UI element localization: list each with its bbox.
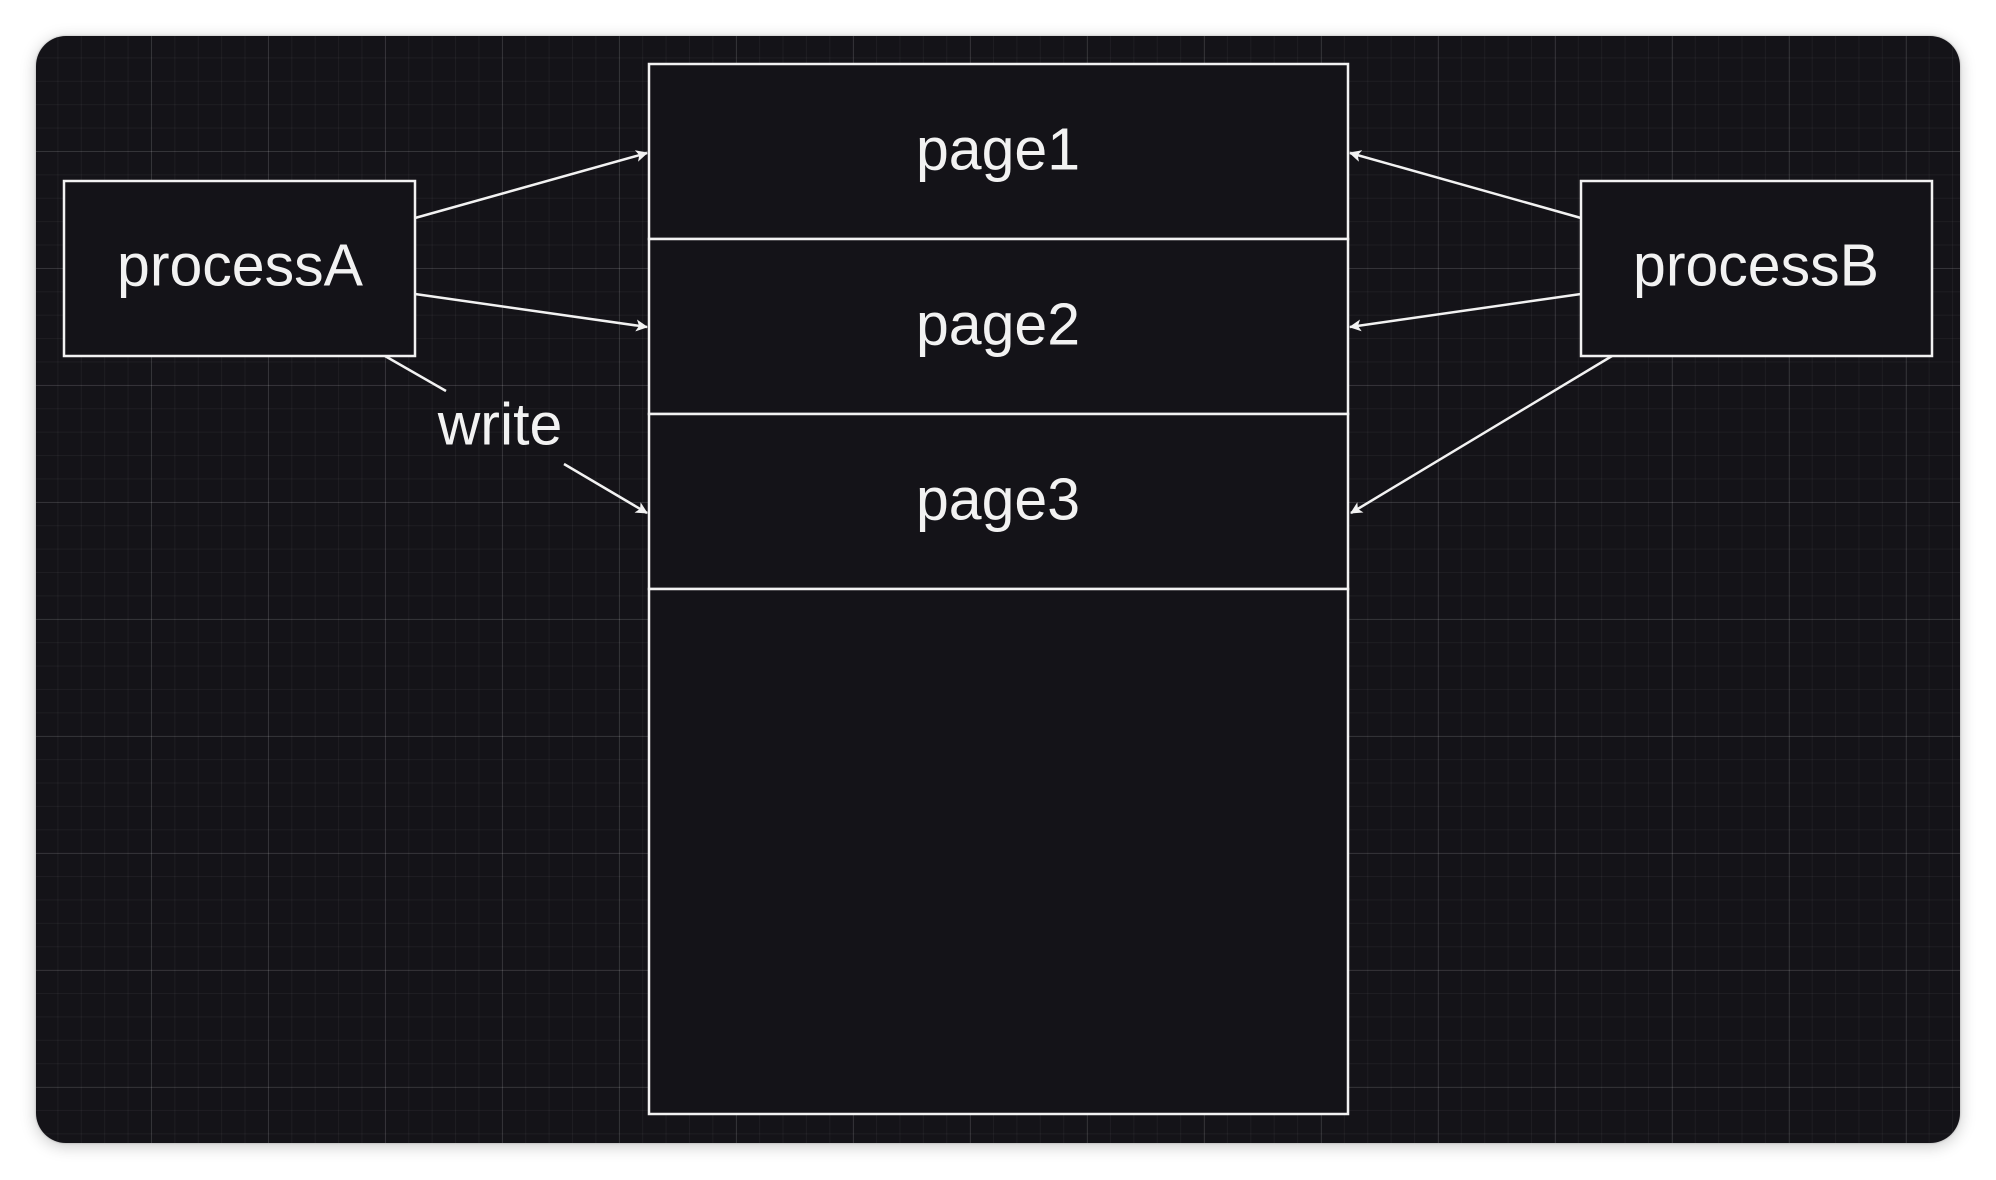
page3-box[interactable]: [647, 412, 1350, 591]
arrow-process-a-to-page2[interactable]: [414, 292, 648, 332]
empty-memory-region[interactable]: [647, 587, 1350, 1116]
page3-label: page3: [916, 467, 1080, 533]
arrow-process-a-to-page1[interactable]: [414, 150, 648, 220]
arrow-process-a-to-page3-end[interactable]: [563, 462, 648, 515]
process-a-box[interactable]: [62, 179, 417, 358]
arrow-process-b-to-page3[interactable]: [1350, 354, 1613, 515]
process-b-label: processB: [1633, 233, 1879, 299]
page2-box[interactable]: [647, 237, 1350, 416]
page1-label: page1: [916, 117, 1080, 183]
process-a-label: processA: [117, 233, 364, 299]
write-edge-label: write: [437, 392, 563, 458]
process-b-box[interactable]: [1579, 179, 1934, 358]
arrow-process-b-to-page2[interactable]: [1349, 292, 1582, 332]
arrow-process-b-to-page1[interactable]: [1349, 150, 1582, 220]
page2-label: page2: [916, 292, 1080, 358]
arrow-process-a-to-page3-start[interactable]: [384, 354, 447, 393]
